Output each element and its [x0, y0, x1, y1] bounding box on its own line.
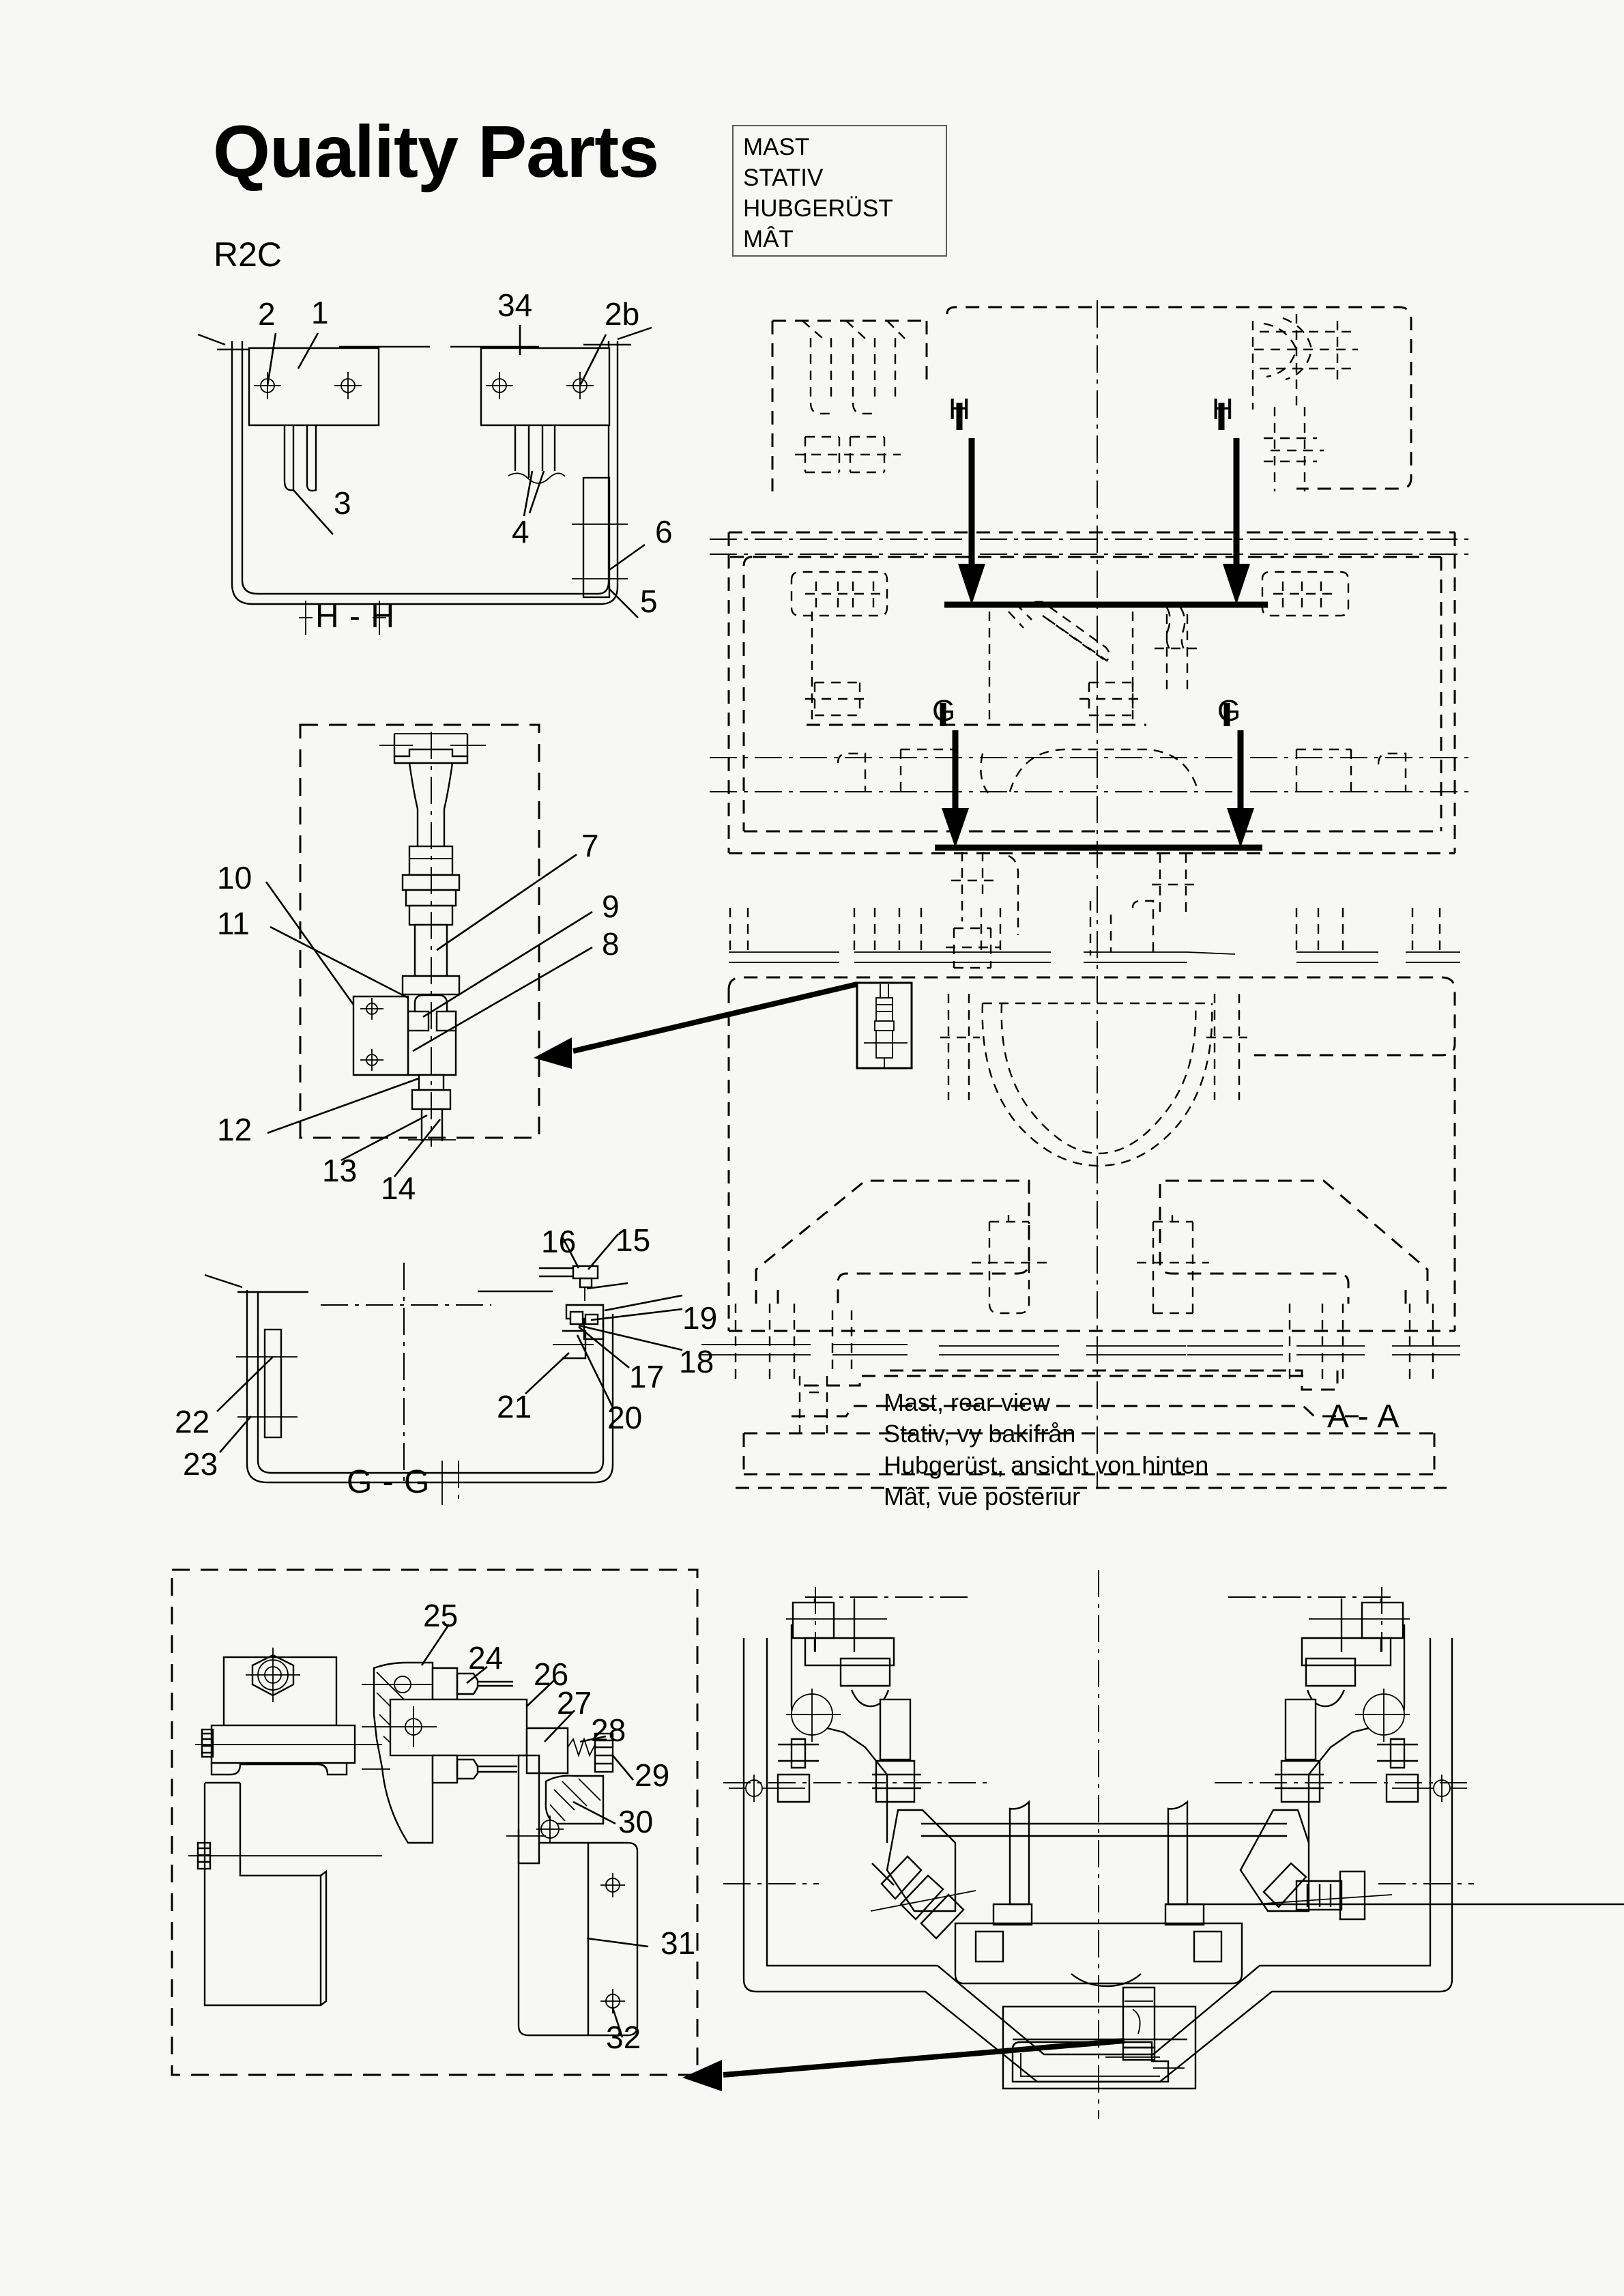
callout-gg-23: 23 [183, 1446, 218, 1482]
callout-gg-17: 17 [629, 1359, 665, 1394]
callout-hh-1: 1 [311, 295, 329, 330]
view-name-aa: A - A [1327, 1398, 1400, 1435]
caption-line-de: Hubgerüst, ansicht von hinten [884, 1451, 1209, 1479]
callout-up-14: 14 [381, 1171, 416, 1206]
callout-gg-19: 19 [682, 1300, 718, 1336]
callout-up-12: 12 [217, 1112, 252, 1147]
section-label-g-left: G [932, 694, 956, 728]
callout-gg-16: 16 [541, 1224, 577, 1259]
callout-hh-4: 4 [512, 514, 530, 549]
callout-gg-20: 20 [607, 1400, 643, 1435]
caption-line-en: Mast, rear view [884, 1388, 1051, 1416]
callout-lo-28: 28 [591, 1712, 626, 1748]
page-title: Quality Parts [213, 110, 659, 192]
section-mark-h-left [956, 403, 985, 605]
center-cylinder-detail [856, 981, 913, 1070]
section-mark-h-right [1218, 403, 1250, 605]
view-name-gg: G - G [347, 1464, 431, 1500]
callout-hh-2a: 2 [258, 296, 276, 332]
callout-gg-22: 22 [175, 1404, 210, 1439]
detail-pointer-arrows [534, 981, 1125, 2091]
callout-lo-29: 29 [635, 1757, 670, 1793]
caption-line-fr: Mât, vue posteriur [884, 1482, 1081, 1510]
callout-lo-31: 31 [661, 1925, 696, 1961]
callout-up-11: 11 [217, 906, 250, 941]
callout-lo-25: 25 [423, 1598, 459, 1633]
callout-lo-30: 30 [618, 1804, 654, 1839]
section-label-h-left: H [948, 392, 970, 426]
callout-lo-32: 32 [606, 2020, 641, 2055]
model-code: R2C [214, 235, 282, 274]
callout-hh-2b: 2b [605, 296, 640, 332]
section-label-h-right: H [1212, 392, 1234, 426]
detail-upper-geometry [265, 723, 593, 1177]
callout-gg-21: 21 [497, 1389, 532, 1424]
callout-up-9: 9 [602, 889, 620, 924]
latch-part-31 [1105, 1986, 1160, 2061]
callout-hh-5: 5 [640, 584, 658, 619]
callout-up-10: 10 [217, 860, 252, 895]
section-label-g-right: G [1217, 694, 1241, 728]
language-title-box: MAST STATIV HUBGERÜST MÂT [732, 125, 947, 257]
callout-hh-34: 34 [497, 287, 533, 323]
lang-line-de: HUBGERÜST [743, 195, 893, 222]
lang-line-fr: MÂT [743, 226, 794, 253]
callout-up-8: 8 [602, 926, 620, 962]
callout-lo-27: 27 [557, 1685, 592, 1721]
callout-gg-18: 18 [679, 1344, 714, 1379]
carriage-assembly-geometry [723, 1570, 1624, 2119]
caption-line-sv: Stativ, vy bakifrån [884, 1420, 1076, 1448]
callout-lo-26: 26 [534, 1656, 569, 1692]
view-name-hh: H - H [315, 599, 395, 635]
section-hh-geometry [197, 325, 652, 635]
callout-up-13: 13 [322, 1153, 358, 1188]
callout-gg-15: 15 [615, 1222, 651, 1258]
callout-up-7: 7 [581, 828, 599, 863]
callout-lo-24: 24 [468, 1640, 504, 1676]
callout-hh-3: 3 [334, 485, 351, 521]
main-mast-view-geometry [701, 300, 1474, 1489]
section-gg-geometry [204, 1233, 683, 1505]
lang-line-en: MAST [743, 134, 810, 160]
callout-hh-6: 6 [655, 514, 673, 549]
lang-line-sv: STATIV [743, 164, 824, 191]
